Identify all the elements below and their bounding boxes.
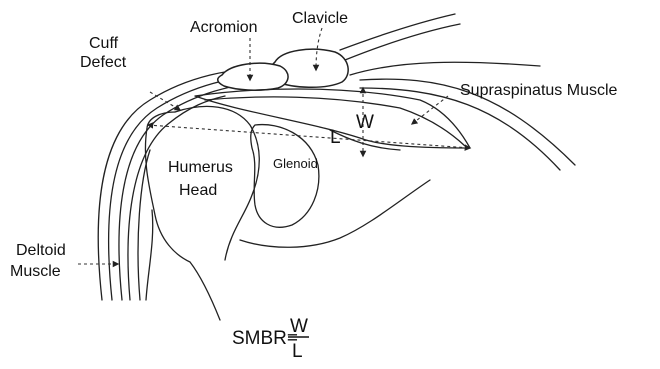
w-label: W [356,112,374,133]
clavicle-label: Clavicle [292,10,348,27]
acromion-bone [218,63,288,90]
glenoid-label: Glenoid [273,156,318,171]
humerus-label-line1: Humerus [168,159,233,176]
acromion-label: Acromion [190,19,258,36]
length-measure-line [148,125,470,148]
humerus-head-outline [145,112,220,320]
l-label: L [330,127,341,148]
formula-numerator: W [290,316,308,337]
humerus-label-line2: Head [179,182,217,199]
deltoid-label-line2: Muscle [10,263,61,280]
cuff-label-line2: Defect [80,54,127,71]
smbr-formula: SMBR= W L [232,316,309,362]
formula-denominator: L [292,341,303,362]
supraspinatus-leader [412,96,448,124]
glenoid-outline [251,125,319,228]
formula-lhs: SMBR= [232,328,298,349]
deltoid-label-line1: Deltoid [16,242,66,259]
cuff-label-line1: Cuff [89,35,119,52]
supraspinatus-label: Supraspinatus Muscle [460,82,618,99]
